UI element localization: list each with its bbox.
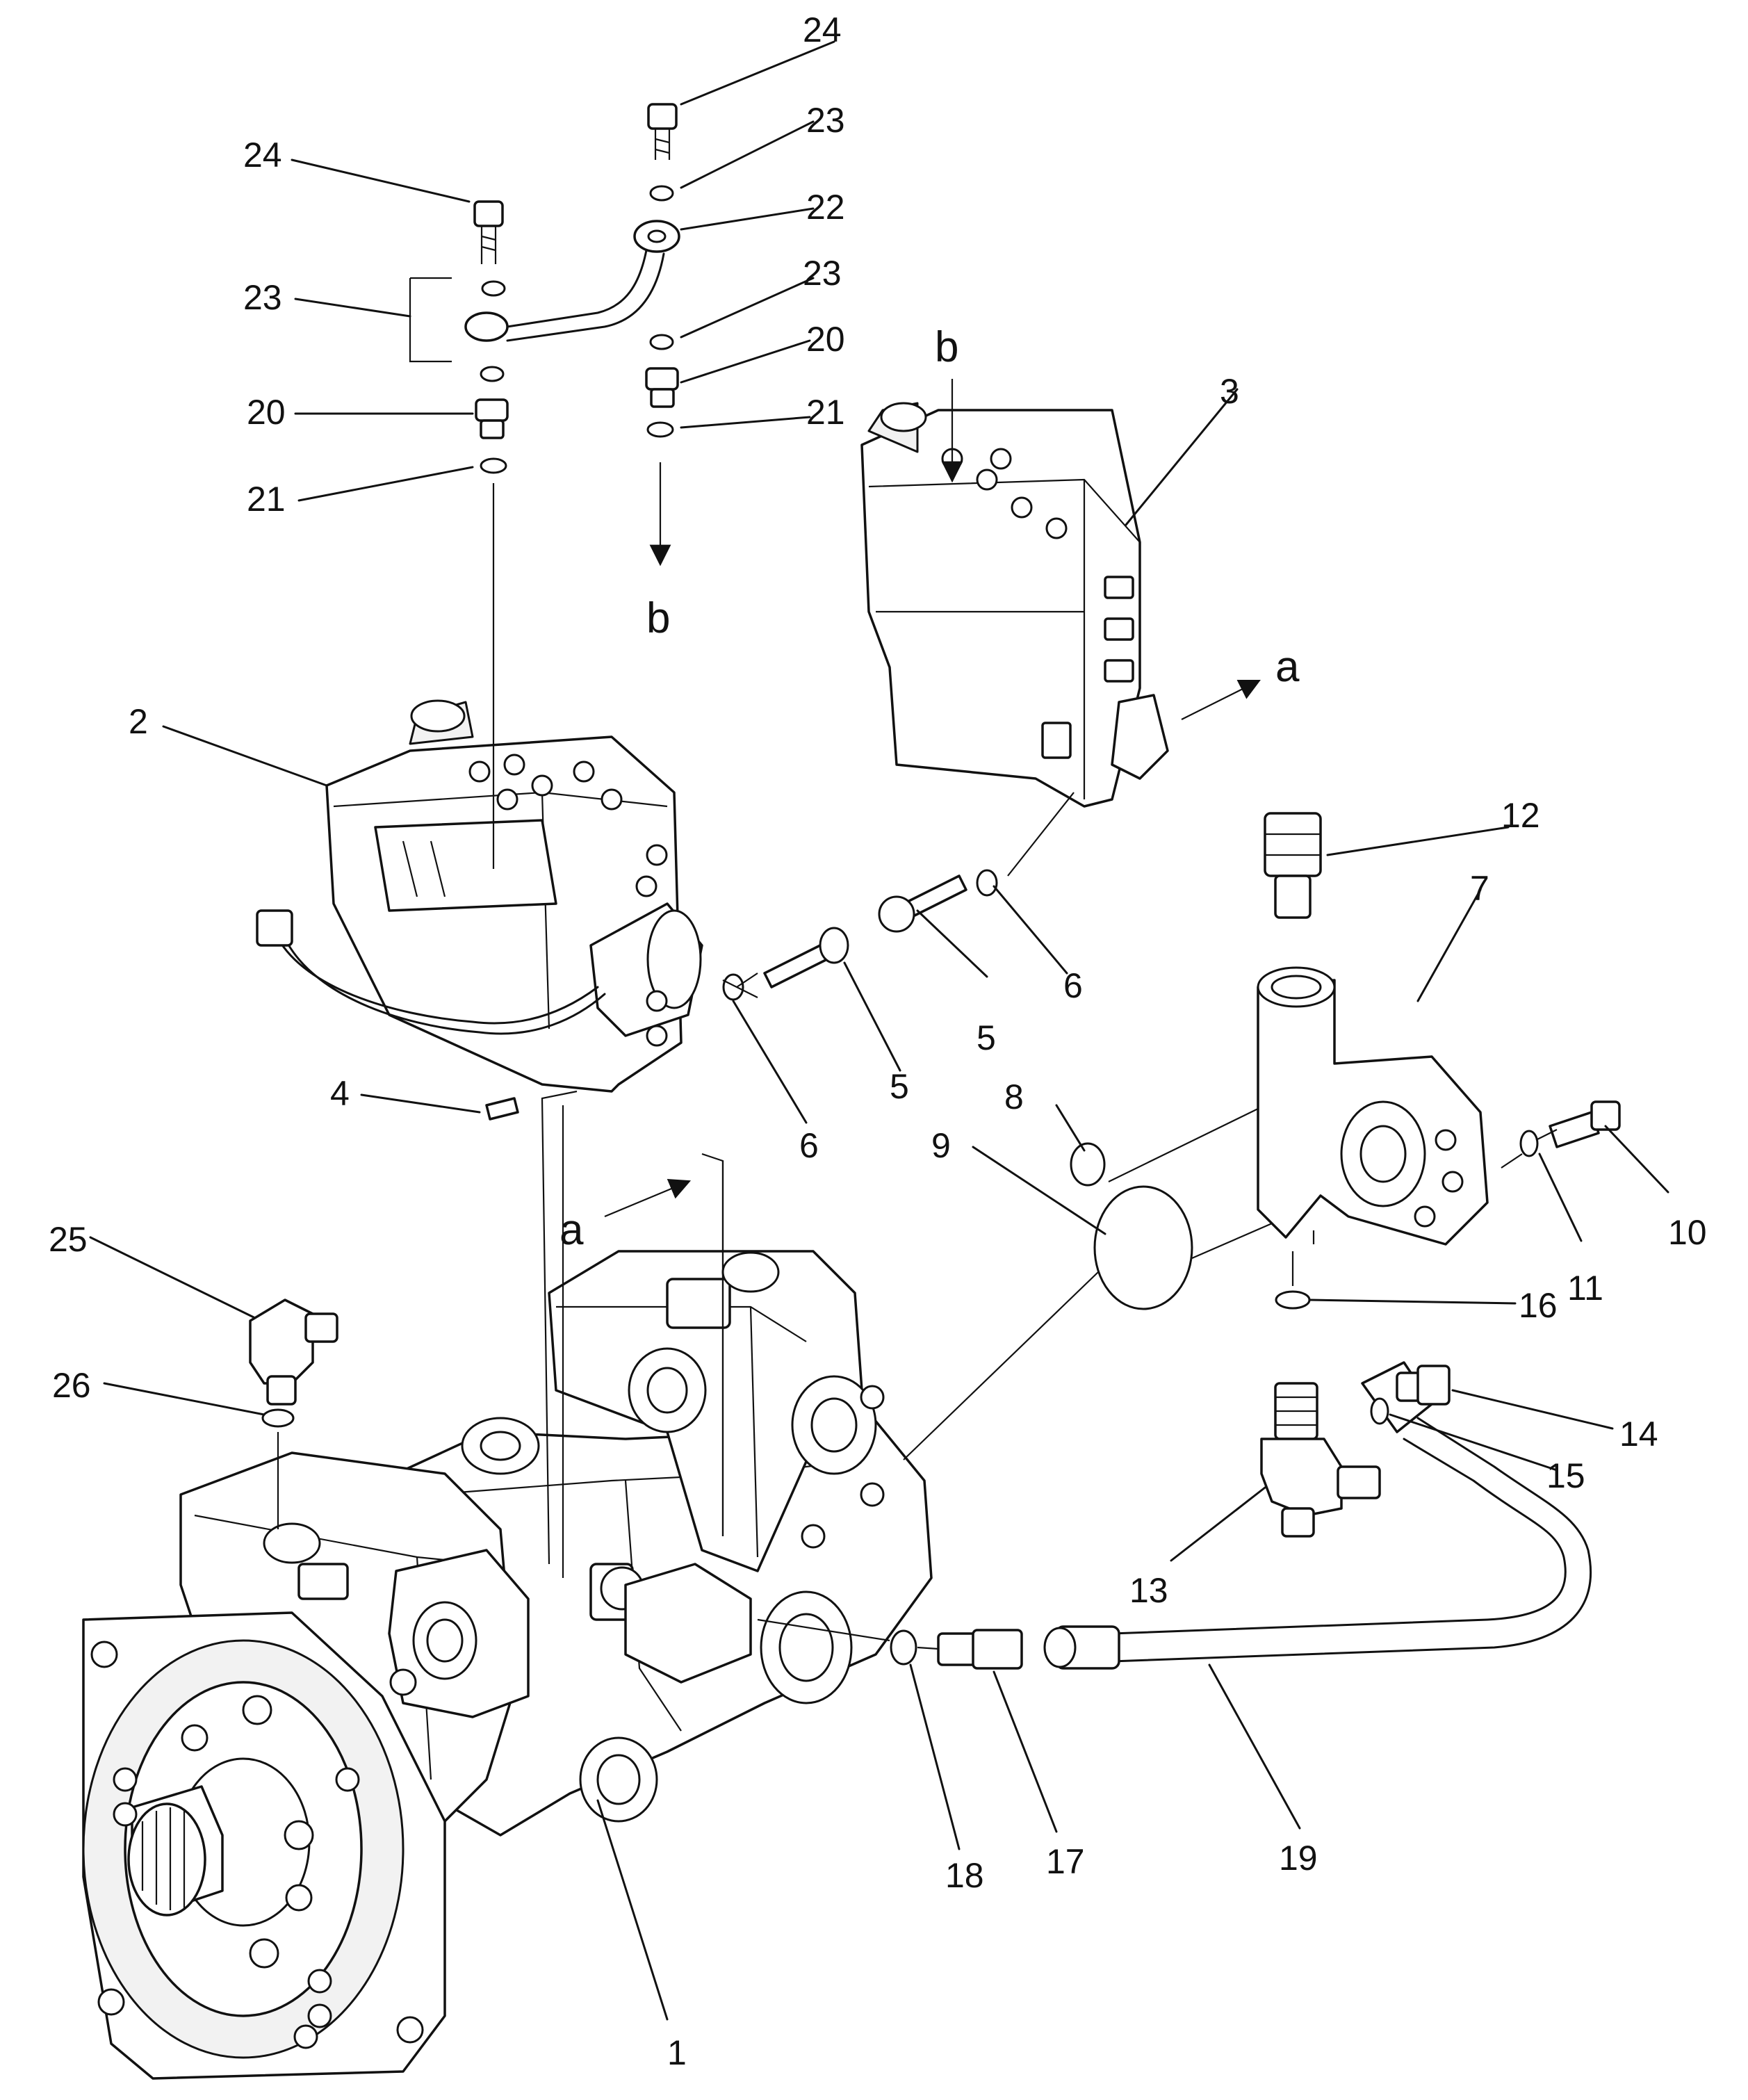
- assembly-lines: [277, 277, 1558, 1650]
- bolt-5-right: [878, 874, 967, 933]
- bolt-5-left: [763, 927, 849, 988]
- reference-arrows: [604, 379, 1261, 1218]
- part-label: 22: [806, 188, 845, 227]
- main-pump-assembly: [82, 1250, 933, 2080]
- adapter-17: [937, 1629, 1023, 1670]
- part-label: 20: [247, 393, 286, 432]
- manifold-block-7: [1257, 966, 1489, 1246]
- part-label: 10: [1668, 1213, 1707, 1252]
- part-label: 5: [977, 1018, 996, 1057]
- part-label: 23: [243, 278, 282, 317]
- part-label: 24: [803, 10, 842, 49]
- part-label: 26: [52, 1366, 91, 1405]
- washer-11: [1519, 1130, 1539, 1157]
- part-label: 23: [806, 101, 845, 140]
- fitting-25: [249, 1299, 338, 1406]
- flange-bolts: [90, 1641, 424, 2049]
- part-label: 16: [1519, 1286, 1558, 1325]
- reference-mark-a: a: [1275, 643, 1300, 691]
- part-label: 8: [1004, 1077, 1024, 1116]
- top-line-parts: [464, 103, 680, 474]
- part-label: 23: [803, 254, 842, 293]
- o-ring-16: [1275, 1290, 1311, 1310]
- part-number-labels: 24 23 22 23 20 21 24 23 20 21 3 2 12 7 6…: [49, 10, 1707, 2072]
- washer-6-left: [722, 973, 744, 1001]
- part-label: 9: [931, 1126, 951, 1165]
- o-ring-15: [1370, 1397, 1389, 1425]
- part-label: 25: [49, 1220, 88, 1259]
- valve-assembly-3: [860, 402, 1169, 808]
- part-label: 3: [1220, 372, 1239, 411]
- o-ring-18: [890, 1629, 917, 1666]
- o-ring-26: [261, 1408, 295, 1428]
- washer-6-right: [976, 869, 998, 897]
- part-label: 11: [1567, 1269, 1603, 1308]
- part-label: 19: [1279, 1839, 1318, 1878]
- part-label: 7: [1470, 869, 1489, 908]
- part-label: 21: [247, 480, 286, 519]
- plug-14: [1396, 1365, 1451, 1406]
- reference-marks: b b a a: [559, 323, 1300, 1254]
- part-label: 2: [129, 702, 148, 741]
- bolt-10: [1549, 1100, 1621, 1148]
- part-label: 24: [243, 136, 282, 174]
- reference-mark-b: b: [935, 323, 958, 371]
- part-label: 4: [330, 1074, 350, 1113]
- part-label: 20: [806, 320, 845, 359]
- part-label: 21: [806, 393, 845, 432]
- reference-mark-a: a: [559, 1206, 584, 1254]
- part-label: 6: [799, 1126, 819, 1165]
- pin-4: [485, 1097, 519, 1121]
- o-ring-9: [1093, 1185, 1193, 1310]
- reference-mark-b: b: [646, 594, 670, 642]
- part-label: 12: [1501, 796, 1540, 835]
- part-label: 17: [1046, 1842, 1085, 1881]
- relief-valve-12: [1264, 812, 1322, 919]
- part-label: 6: [1063, 966, 1083, 1005]
- tee-fitting-13: [1260, 1382, 1381, 1538]
- part-label: 15: [1546, 1456, 1585, 1495]
- part-label: 1: [667, 2033, 687, 2072]
- valve-assembly-2: [256, 699, 703, 1093]
- part-label: 18: [945, 1856, 984, 1895]
- o-ring-8: [1070, 1142, 1106, 1187]
- leader-lines: [89, 40, 1669, 2021]
- part-label: 13: [1129, 1571, 1168, 1610]
- part-label: 14: [1619, 1415, 1658, 1454]
- part-label: 5: [890, 1067, 909, 1106]
